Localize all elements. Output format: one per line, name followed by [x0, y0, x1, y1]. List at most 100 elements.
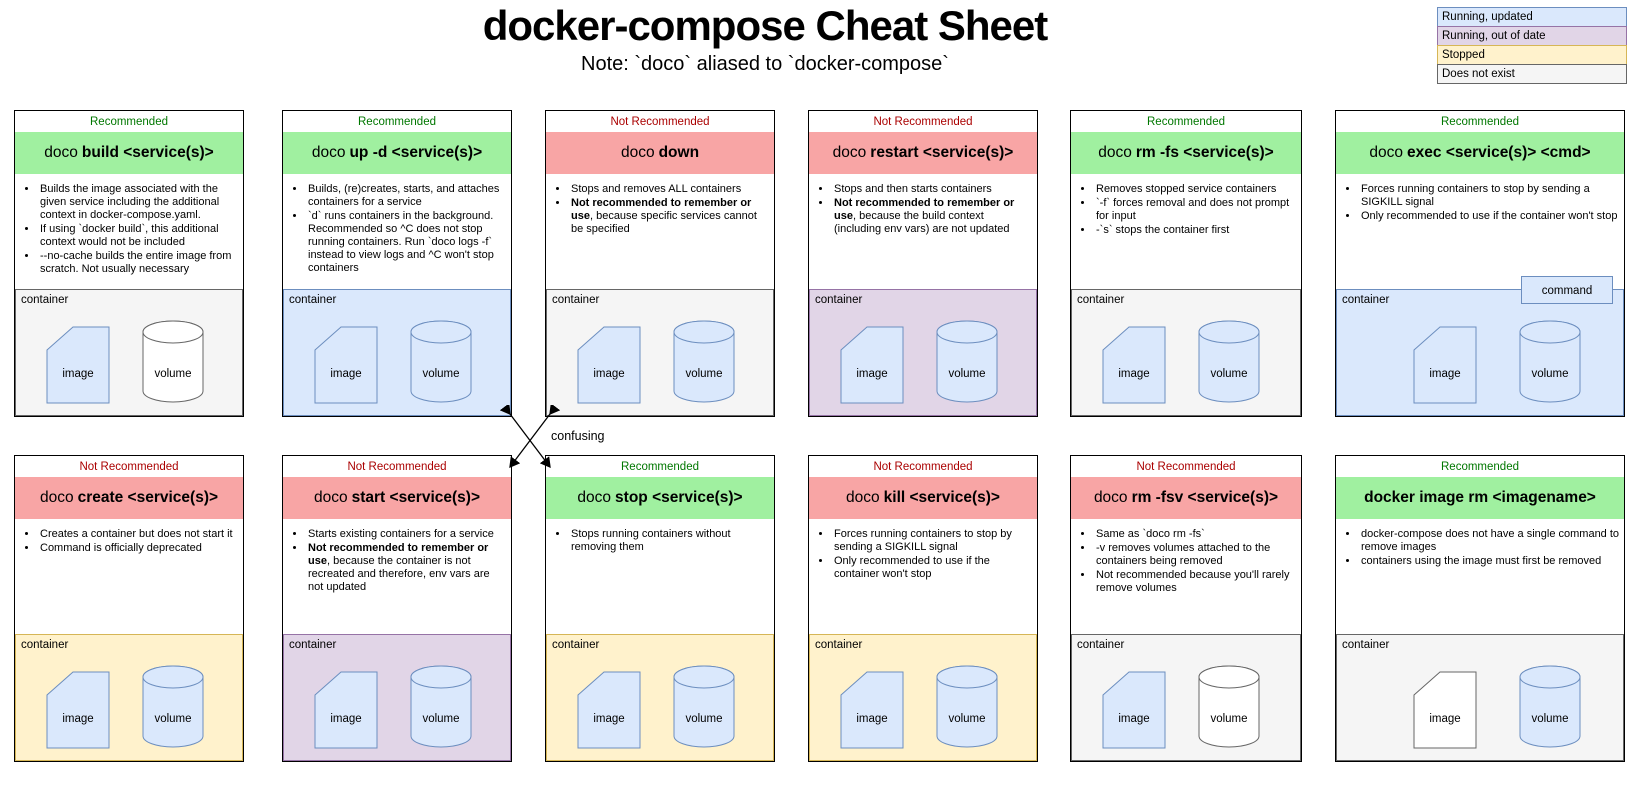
volume-icon	[410, 665, 472, 748]
note-text: Only recommended to use if the container…	[834, 555, 990, 580]
note-text: Forces running containers to stop by sen…	[1361, 183, 1590, 208]
volume-shape: volume	[142, 320, 204, 404]
container-label: container	[552, 294, 600, 306]
volume-icon	[142, 320, 204, 403]
recommendation-badge: Not Recommended	[873, 461, 973, 473]
note-text: --no-cache builds the entire image from …	[40, 250, 232, 275]
container-label: container	[1077, 639, 1125, 651]
note-text: , because the build context (including e…	[834, 210, 1010, 235]
notes-list: Forces running containers to stop by sen…	[809, 528, 1033, 581]
recommendation-badge: Recommended	[358, 116, 436, 128]
note-emphasis: Not recommended to remember or use	[834, 197, 1015, 222]
confusing-arrows-icon	[500, 405, 561, 469]
volume-label: volume	[1531, 713, 1569, 725]
volume-shape: volume	[410, 665, 472, 749]
image-icon	[314, 326, 378, 404]
image-label: image	[62, 368, 94, 380]
volume-label: volume	[1210, 368, 1248, 380]
notes: Builds the image associated with the giv…	[15, 174, 243, 289]
recommendation-badge: Not Recommended	[79, 461, 179, 473]
notes-list: Same as `doco rm -fs`-v removes volumes …	[1071, 528, 1297, 595]
note-item: containers using the image must first be…	[1359, 555, 1620, 568]
volume-icon	[410, 320, 472, 403]
command-card: Not RecommendeddocodownStops and removes…	[545, 110, 775, 417]
image-icon	[577, 671, 641, 749]
image-shape: image	[1102, 326, 1166, 404]
image-label: image	[330, 368, 362, 380]
notes: docker-compose does not have a single co…	[1336, 519, 1624, 634]
note-item: Only recommended to use if the container…	[1359, 210, 1620, 223]
image-icon	[1413, 326, 1477, 404]
command-name: docker image rm <imagename>	[1364, 489, 1596, 506]
image-icon	[1413, 671, 1477, 749]
command-name: start <service(s)>	[351, 489, 480, 506]
volume-label: volume	[948, 368, 986, 380]
notes-list: Forces running containers to stop by sen…	[1336, 183, 1620, 223]
legend-item: Running, out of date	[1437, 26, 1627, 46]
note-item: Builds, (re)creates, starts, and attache…	[306, 183, 507, 209]
notes-list: Stops running containers without removin…	[546, 528, 770, 554]
command-name: rm -fs <service(s)>	[1135, 144, 1274, 161]
image-icon	[46, 671, 110, 749]
note-item: Creates a container but does not start i…	[38, 528, 239, 541]
volume-label: volume	[948, 713, 986, 725]
image-shape: image	[46, 326, 110, 404]
notes: Builds, (re)creates, starts, and attache…	[283, 174, 511, 289]
note-item: Not recommended to remember or use, beca…	[569, 197, 770, 236]
command-prefix: doco	[620, 144, 655, 161]
volume-icon	[142, 665, 204, 748]
volume-shape: volume	[142, 665, 204, 749]
image-shape: image	[1413, 326, 1477, 404]
command-box: command	[1521, 276, 1613, 304]
legend-item: Stopped	[1437, 45, 1627, 65]
image-label: image	[62, 713, 94, 725]
recommendation-badge: Not Recommended	[873, 116, 973, 128]
note-text: Stops and then starts containers	[834, 183, 992, 195]
note-text: , because specific services cannot be sp…	[571, 210, 757, 235]
note-item: Not recommended to remember or use, beca…	[832, 197, 1033, 236]
image-label: image	[856, 368, 888, 380]
note-item: Stops and removes ALL containers	[569, 183, 770, 196]
volume-icon	[1198, 665, 1260, 748]
image-label: image	[1118, 713, 1150, 725]
volume-shape: volume	[410, 320, 472, 404]
note-item: Forces running containers to stop by sen…	[1359, 183, 1620, 209]
image-label: image	[1429, 713, 1461, 725]
volume-icon	[1519, 665, 1581, 748]
note-text: Stops running containers without removin…	[571, 528, 731, 553]
image-icon	[314, 671, 378, 749]
notes-list: Creates a container but does not start i…	[15, 528, 239, 555]
note-text: Same as `doco rm -fs`	[1096, 528, 1205, 540]
note-item: Stops and then starts containers	[832, 183, 1033, 196]
volume-shape: volume	[1519, 665, 1581, 749]
notes: Creates a container but does not start i…	[15, 519, 243, 634]
note-text: docker-compose does not have a single co…	[1361, 528, 1620, 553]
note-text: Removes stopped service containers	[1096, 183, 1277, 195]
recommendation-badge: Recommended	[621, 461, 699, 473]
note-item: Forces running containers to stop by sen…	[832, 528, 1033, 554]
image-label: image	[1429, 368, 1461, 380]
notes-list: Removes stopped service containers`-f` f…	[1071, 183, 1297, 237]
notes: Same as `doco rm -fs`-v removes volumes …	[1071, 519, 1301, 634]
volume-shape: volume	[673, 320, 735, 404]
command-prefix: doco	[1369, 144, 1404, 161]
notes: Stops and removes ALL containersNot reco…	[546, 174, 774, 289]
volume-icon	[1198, 320, 1260, 403]
recommendation-badge: Not Recommended	[347, 461, 447, 473]
image-label: image	[593, 713, 625, 725]
